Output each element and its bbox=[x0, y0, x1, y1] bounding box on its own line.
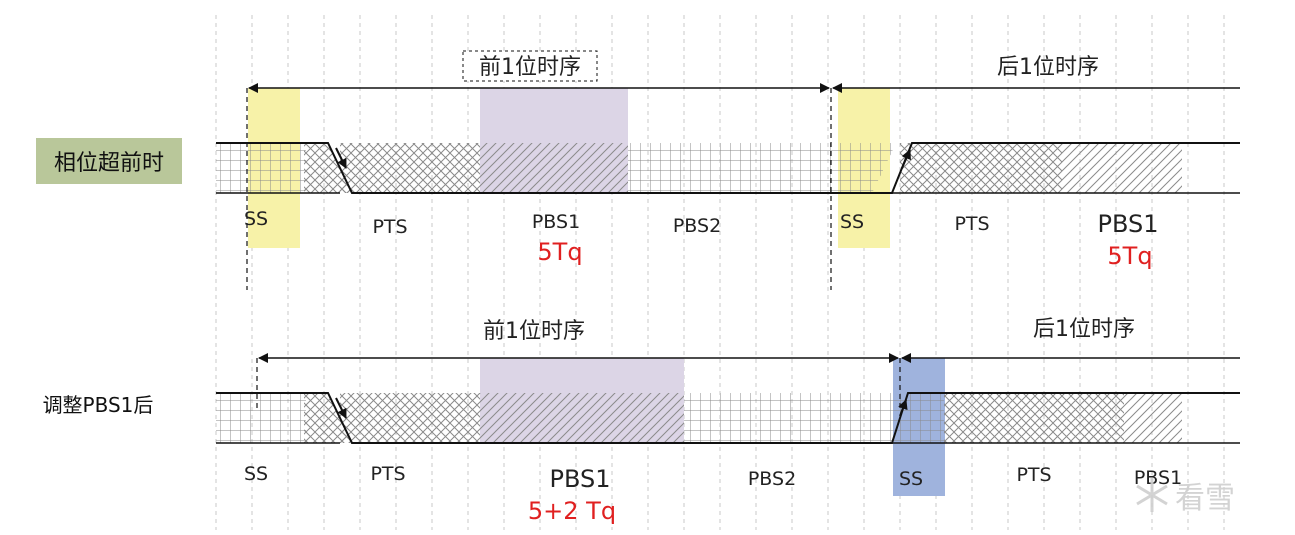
row-after-adjust: 前1位时序 后1位时序 SS PTS PBS1 5+2 Tq PBS2 SS P… bbox=[43, 317, 1240, 525]
snowflake-icon bbox=[1136, 478, 1168, 512]
edge-marker bbox=[898, 399, 908, 417]
watermark: 看雪 bbox=[1136, 478, 1235, 516]
signal-fills bbox=[216, 143, 1182, 193]
edge-marker bbox=[901, 149, 911, 169]
segment-label: PBS2 bbox=[673, 215, 721, 237]
segment-value: 5Tq bbox=[537, 238, 582, 266]
segment-label: PTS bbox=[372, 216, 407, 238]
segment-label: PBS1 bbox=[532, 211, 580, 233]
segment-label: PBS1 bbox=[1134, 467, 1182, 489]
edge-marker bbox=[335, 397, 347, 419]
grid-lines bbox=[215, 15, 1225, 530]
row-label-bg bbox=[36, 138, 182, 184]
segment-label: PBS1 bbox=[1097, 210, 1158, 238]
segment-label: SS bbox=[244, 463, 268, 485]
next-bit-label: 后1位时序 bbox=[997, 55, 1099, 80]
waveform bbox=[216, 392, 1240, 444]
prev-bit-label: 前1位时序 bbox=[483, 319, 585, 344]
segment-label: PTS bbox=[954, 213, 989, 235]
segment-label: PTS bbox=[1016, 464, 1051, 486]
segment-label: PBS2 bbox=[748, 468, 796, 490]
waveform bbox=[216, 142, 1240, 194]
row-label: 调整PBS1后 bbox=[43, 393, 154, 417]
row-phase-lead: 前1位时序 后1位时序 SS PTS PBS1 5Tq PBS2 SS PTS … bbox=[36, 50, 1240, 290]
segment-label: PTS bbox=[370, 463, 405, 485]
segment-label: PBS1 bbox=[549, 465, 610, 493]
segment-label: SS bbox=[244, 208, 268, 230]
prev-bit-label: 前1位时序 bbox=[479, 55, 581, 80]
segment-value: 5Tq bbox=[1107, 242, 1152, 270]
watermark-text: 看雪 bbox=[1175, 481, 1235, 516]
row-label: 相位超前时 bbox=[54, 151, 164, 176]
edge-marker bbox=[335, 147, 347, 169]
segment-label: SS bbox=[899, 468, 923, 490]
signal-fills bbox=[216, 393, 1182, 443]
prev-bit-label-box bbox=[462, 50, 598, 82]
next-bit-label: 后1位时序 bbox=[1033, 317, 1135, 342]
segment-value: 5+2 Tq bbox=[528, 497, 616, 525]
segment-label: SS bbox=[840, 211, 864, 233]
